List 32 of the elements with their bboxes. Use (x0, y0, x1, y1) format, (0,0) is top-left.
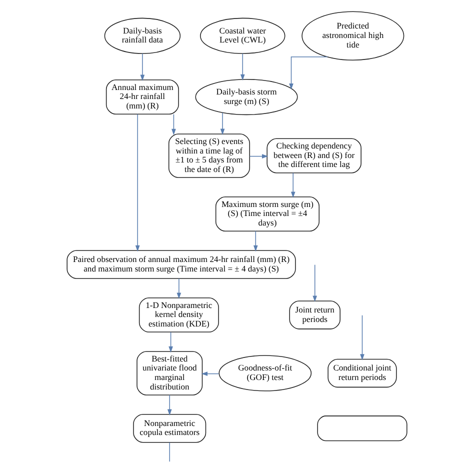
node-box: 1-D Nonparametric kernel density estimation (KDE) (138, 297, 219, 332)
arrow (289, 56, 328, 90)
connector (169, 442, 170, 462)
node-ellipse: Predicted astronomical high tide (302, 11, 404, 60)
node-box: Annual maximum 24-hr rainfall (mm) (R) (106, 80, 179, 114)
node-box: Selecting (S) events within a time lag of ±1 to ± 5 days from the date of (R) (168, 134, 250, 178)
arrow (140, 53, 145, 81)
node-ellipse: Coastal water Level (CWL) (200, 18, 286, 54)
node-box: Joint return periods (289, 300, 340, 330)
arrow (176, 278, 182, 299)
node-box: Best-fitted univariate flood marginal distribution (136, 351, 203, 396)
arrow (168, 332, 173, 353)
arrow (172, 114, 176, 136)
node-box: Checking dependency between (R) and (S) for the different time lag (266, 138, 362, 174)
node-ellipse: Goodness-of-fit (GOF) test (218, 355, 312, 392)
node-ellipse: Daily-basis rainfall data (104, 18, 181, 54)
arrow (167, 394, 172, 416)
node-box: Nonparametric copula estimators (133, 414, 206, 443)
node-box: Maximum storm surge (m) (S) (Time interval = ±4 days) (215, 196, 320, 232)
node-ellipse: Daily-basis storm surge (m) (S) (195, 78, 298, 116)
arrow (201, 372, 220, 376)
arrow (135, 114, 140, 252)
node-box (317, 416, 408, 442)
node-box: Conditional joint return periods (328, 358, 397, 388)
arrow (312, 264, 318, 302)
arrow (249, 154, 268, 158)
arrow (360, 314, 364, 360)
node-box: Paired observation of annual maximum 24-hr rainfall (mm) (R) and maximum storm surge (Time interval = ± 4 days) (S) (66, 250, 296, 279)
arrow (290, 172, 296, 198)
arrow (220, 112, 225, 135)
arrow (253, 230, 258, 252)
arrow (240, 53, 245, 81)
